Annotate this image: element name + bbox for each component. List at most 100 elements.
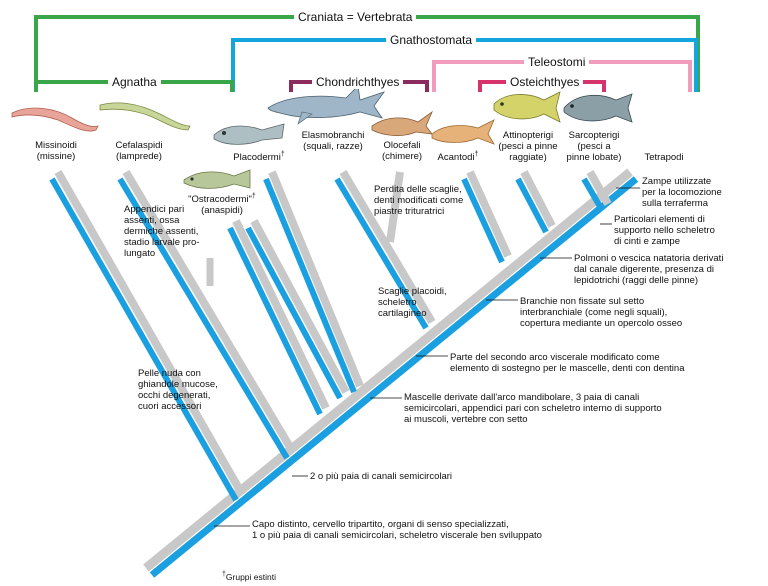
extinct-dagger: † (474, 150, 479, 158)
note-mascelle: Mascelle derivate dall'arco mandibolare,… (404, 392, 662, 425)
note-due-paia-line: 2 o più paia di canali semicircolari (310, 471, 453, 482)
branch-placodermi-blue (245, 226, 343, 400)
note-scaglie-line: cartilagineo (378, 308, 427, 319)
hagfish-icon (11, 107, 99, 132)
label-teleostomi: Teleostomi (524, 55, 590, 69)
taxon-sarcopterigi-name: Sarcopterigi (568, 130, 620, 141)
note-particolari: Particolari elementi di supporto nello s… (614, 214, 715, 247)
note-perdita-line: denti modificati come (374, 195, 464, 206)
note-appendici-line: assenti, ossa (124, 215, 180, 226)
taxon-tetrapodi: Tetrapodi (634, 152, 694, 163)
note-zampe-line: sulla terraferma (642, 198, 708, 209)
note-branchie-line: copertura mediante un opercolo osseo (520, 318, 683, 329)
note-polmoni: Polmoni o vescica natatoria derivati dal… (574, 253, 723, 286)
taxon-elasmobranchi: Elasmobranchi (squali, razze) (294, 130, 372, 152)
branch-sarcopterigi-gray (586, 170, 612, 206)
label-craniata: Craniata = Vertebrata (294, 10, 417, 24)
note-appendici-line: Appendici pari (124, 204, 185, 215)
note-pelle-line: cuori accessori (138, 401, 202, 412)
note-mascelle-line: semicircolari, appendici pari con schele… (404, 403, 662, 414)
animal-icons (11, 85, 633, 189)
taxon-missinoidi: Missinoidi (missine) (22, 140, 90, 162)
branch-missinoidi-blue (49, 177, 239, 502)
taxon-placodermi-name: Placodermi (233, 152, 281, 163)
label-agnatha: Agnatha (108, 75, 161, 89)
note-capo: Capo distinto, cervello tripartito, orga… (252, 519, 542, 541)
branch-acantodi-gray (466, 170, 512, 258)
taxon-attinopterigi-line2: (pesci a pinne (498, 141, 558, 152)
taxon-tetrapodi-name: Tetrapodi (644, 152, 684, 163)
note-scaglie-line: Scaglie placoidi, (378, 286, 447, 297)
branch-attinopterigi-blue (515, 177, 549, 234)
note-zampe-line: per la locomozione (642, 187, 722, 198)
note-polmoni-line: lepidotrichi (raggi delle pinne) (574, 275, 699, 286)
branch-olocefali-gray (386, 171, 404, 243)
leader-lines (214, 187, 640, 527)
extinct-dagger: † (280, 150, 285, 158)
trunk-gray (143, 168, 633, 572)
branches (49, 168, 639, 578)
taxon-acantodi: Acantodi† (430, 150, 486, 163)
note-appendici: Appendici pari assenti, ossa dermiche as… (124, 204, 200, 259)
branch-ostracodermi-gray (232, 219, 330, 410)
gnathostomata-bracket (231, 38, 698, 92)
taxon-ostracodermi-common: (anaspidi) (201, 205, 243, 216)
note-polmoni-line: Polmoni o vescica natatoria derivati (574, 253, 724, 264)
trunk-blue (149, 176, 639, 578)
note-scaglie: Scaglie placoidi, scheletro cartilagineo (378, 286, 447, 319)
note-secondo-arco: Parte del secondo arco viscerale modific… (450, 352, 684, 374)
acanthodian-icon (431, 119, 495, 145)
taxon-sarcopterigi-line2: (pesci a (577, 141, 611, 152)
taxon-cefalaspidi-common: (lamprede) (116, 151, 162, 162)
note-pelle-line: occhi degenerati, (138, 390, 211, 401)
taxon-olocefali: Olocefali (chimere) (374, 140, 430, 162)
note-particolari-line: Particolari elementi di (614, 214, 705, 225)
note-due-paia: 2 o più paia di canali semicircolari (310, 471, 452, 482)
branch-missinoidi-gray (54, 170, 246, 496)
note-perdita-line: Perdita delle scaglie, (374, 184, 462, 195)
anaspid-icon (183, 169, 251, 189)
taxon-missinoidi-common: (missine) (36, 151, 76, 162)
shark-icon (267, 85, 386, 125)
note-appendici-line: dermiche assenti, (124, 226, 199, 237)
extinct-dagger: † (222, 571, 226, 579)
note-appendici-line: stadio larvale pro- (124, 237, 200, 248)
note-branchie-line: Branchie non fissate sul setto (520, 296, 645, 307)
coelacanth-icon (563, 93, 633, 123)
label-gnathostomata: Gnathostomata (386, 33, 477, 47)
note-perdita: Perdita delle scaglie, denti modificati … (374, 184, 463, 217)
taxon-cefalaspidi-name: Cefalaspidi (115, 140, 163, 151)
taxon-olocefali-name: Olocefali (383, 140, 421, 151)
taxon-missinoidi-name: Missinoidi (35, 140, 77, 151)
chimaera-icon (371, 110, 433, 136)
branch-acantodi-blue (461, 177, 505, 264)
note-scaglie-line: scheletro (378, 297, 417, 308)
note-branchie-line: interbranchiale (come negli squali), (520, 307, 668, 318)
note-capo-line: Capo distinto, cervello tripartito, orga… (252, 519, 509, 530)
label-osteichthyes: Osteichthyes (506, 75, 584, 89)
note-mascelle-line: ai muscoli, vertebre con setto (404, 414, 528, 425)
taxon-olocefali-common: (chimere) (381, 151, 423, 162)
note-zampe: Zampe utilizzate per la locomozione sull… (642, 176, 722, 209)
branch-ostracodermi-blue (227, 226, 323, 416)
branch-cefalaspidi-gray (122, 169, 297, 455)
footnote: †Gruppi estinti (222, 571, 276, 583)
taxon-ostracodermi-name: "Ostracodermi" (188, 194, 252, 205)
lamprey-icon (99, 102, 191, 131)
branch-attinopterigi-gray (520, 170, 556, 228)
note-zampe-line: Zampe utilizzate (642, 176, 712, 187)
note-branchie: Branchie non fissate sul setto interbran… (520, 296, 682, 329)
branch-chondrichthyes-gray (268, 170, 364, 388)
note-appendici-line: lungato (124, 248, 156, 259)
note-pelle: Pelle nuda con ghiandole mucose, occhi d… (138, 368, 218, 412)
branch-placodermi-gray (250, 219, 350, 394)
branch-cefalaspidi-blue (117, 177, 290, 460)
note-pelle-line: Pelle nuda con (138, 368, 201, 379)
footnote-text: Gruppi estinti (225, 572, 276, 582)
note-secondo-arco-line: elemento di sostegno per le mascelle, de… (450, 363, 685, 374)
taxon-sarcopterigi: Sarcopterigi (pesci a pinne lobate) (560, 130, 628, 163)
note-particolari-line: supporto nello scheletro (614, 225, 715, 236)
taxon-attinopterigi: Attinopterigi (pesci a pinne raggiate) (490, 130, 566, 163)
